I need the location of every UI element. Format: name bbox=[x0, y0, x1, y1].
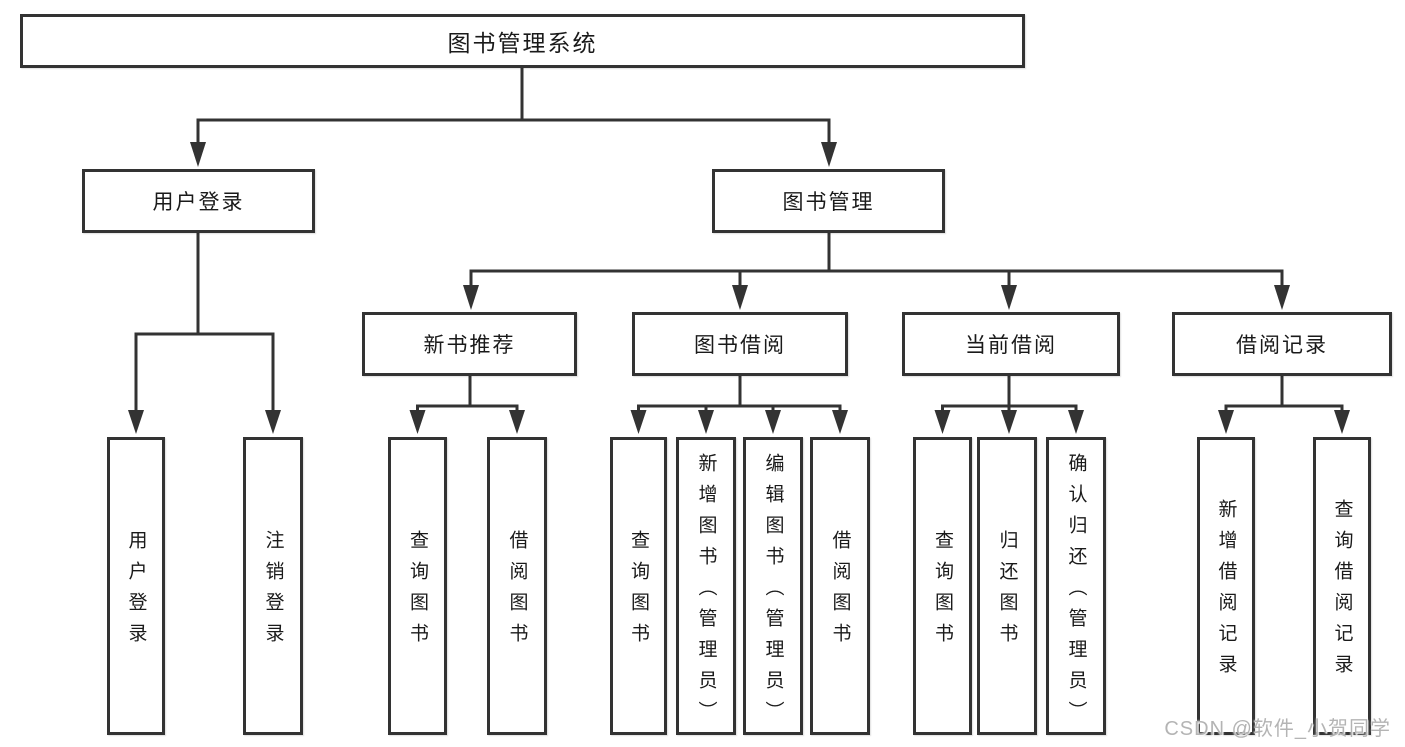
node-library-system: 图书管理系统 bbox=[20, 14, 1025, 68]
node-user-login-label: 用户登录 bbox=[152, 191, 245, 214]
node-return-books: 归还图书 bbox=[977, 437, 1037, 735]
node-query-books-borrowing-label: 查询图书 bbox=[628, 530, 649, 654]
node-query-books-recommend-label: 查询图书 bbox=[407, 530, 428, 654]
node-borrow-books-borrowing-label: 借阅图书 bbox=[829, 530, 851, 654]
node-library-system-label: 图书管理系统 bbox=[447, 30, 598, 56]
node-add-books-admin-label: 新增图书（管理员） bbox=[695, 452, 717, 732]
node-query-books-recommend: 查询图书 bbox=[388, 437, 447, 735]
node-confirm-return-admin-label: 确认归还（管理员） bbox=[1065, 452, 1087, 732]
node-borrow-books-borrowing: 借阅图书 bbox=[810, 437, 870, 735]
node-edit-books-admin-label: 编辑图书（管理员） bbox=[762, 452, 784, 732]
node-return-books-label: 归还图书 bbox=[996, 530, 1018, 654]
node-add-books-admin: 新增图书（管理员） bbox=[676, 437, 736, 735]
node-book-borrowing: 图书借阅 bbox=[632, 312, 848, 376]
node-borrow-books-recommend-label: 借阅图书 bbox=[506, 530, 528, 654]
node-current-borrowing-label: 当前借阅 bbox=[965, 334, 1057, 357]
node-query-books-current-label: 查询图书 bbox=[932, 530, 953, 654]
node-add-borrow-record: 新增借阅记录 bbox=[1197, 437, 1255, 735]
node-new-book-recommend: 新书推荐 bbox=[362, 312, 577, 376]
node-book-management: 图书管理 bbox=[712, 169, 945, 233]
node-user-login-leaf-label: 用户登录 bbox=[125, 530, 147, 654]
node-query-borrow-record: 查询借阅记录 bbox=[1313, 437, 1371, 735]
node-current-borrowing: 当前借阅 bbox=[902, 312, 1120, 376]
node-query-books-borrowing: 查询图书 bbox=[610, 437, 667, 735]
node-edit-books-admin: 编辑图书（管理员） bbox=[743, 437, 803, 735]
node-borrowing-records-label: 借阅记录 bbox=[1236, 334, 1328, 357]
node-new-book-recommend-label: 新书推荐 bbox=[423, 334, 516, 357]
node-book-management-label: 图书管理 bbox=[782, 191, 875, 214]
node-borrowing-records: 借阅记录 bbox=[1172, 312, 1392, 376]
node-add-borrow-record-label: 新增借阅记录 bbox=[1215, 499, 1237, 685]
arrowhead-group bbox=[128, 142, 1350, 434]
csdn-watermark: CSDN @软件_小贺同学 bbox=[1164, 718, 1391, 740]
node-query-borrow-record-label: 查询借阅记录 bbox=[1331, 499, 1353, 685]
node-borrow-books-recommend: 借阅图书 bbox=[487, 437, 547, 735]
node-user-login: 用户登录 bbox=[82, 169, 315, 233]
node-query-books-current: 查询图书 bbox=[913, 437, 972, 735]
node-confirm-return-admin: 确认归还（管理员） bbox=[1046, 437, 1106, 735]
node-book-borrowing-label: 图书借阅 bbox=[694, 334, 786, 357]
node-user-login-leaf: 用户登录 bbox=[107, 437, 165, 735]
node-logout-label: 注销登录 bbox=[262, 530, 284, 654]
node-logout: 注销登录 bbox=[243, 437, 303, 735]
